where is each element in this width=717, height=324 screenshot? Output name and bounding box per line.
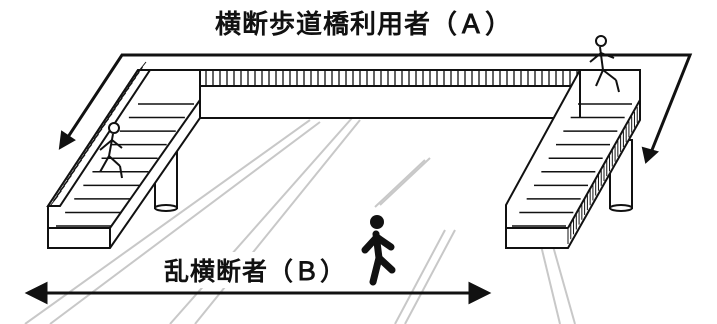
detail-line [124, 82, 133, 93]
detail-line [103, 113, 113, 124]
detail-line [120, 87, 130, 99]
detail-line [66, 169, 76, 181]
detail-line [90, 133, 100, 145]
detail-line [80, 149, 89, 160]
detail-line [110, 102, 120, 114]
detail-line [52, 190, 62, 202]
right-staircase [505, 69, 641, 249]
detail-line [130, 71, 140, 83]
person-on-right-stairs [589, 35, 620, 93]
jaywalk-route-arrow [24, 281, 492, 305]
detail-line [100, 118, 110, 130]
detail-line [49, 195, 59, 207]
jaywalker-figure [361, 215, 396, 286]
detail-line [107, 108, 116, 119]
detail-line [69, 164, 79, 176]
detail-line [137, 61, 147, 73]
detail-line [96, 123, 106, 135]
detail-line [127, 77, 137, 88]
road-markings [24, 117, 576, 324]
overpass-route-arrow [58, 53, 693, 164]
bridge-deck [199, 69, 581, 119]
detail-line [56, 185, 66, 197]
left-staircase [46, 61, 201, 249]
person-on-left-stairs [99, 122, 123, 179]
overpass-users-label: 横断歩道橋利用者（Ａ） [215, 10, 513, 40]
detail-line [113, 97, 123, 109]
detail-line [93, 128, 103, 140]
detail-line [134, 66, 144, 78]
detail-line [76, 154, 86, 166]
jaywalkers-label: 乱横断者（Ｂ） [160, 252, 351, 288]
detail-line [117, 92, 127, 104]
detail-line [86, 138, 96, 150]
detail-line [83, 144, 93, 155]
detail-line [73, 159, 83, 171]
detail-line [59, 180, 69, 191]
detail-line [63, 175, 72, 186]
